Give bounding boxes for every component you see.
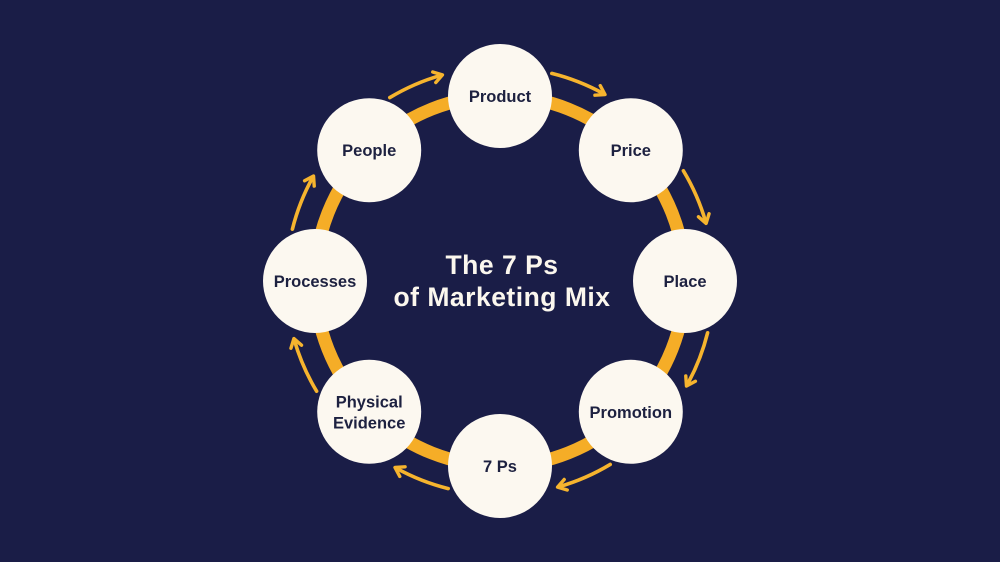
- node-label-product: Product: [469, 88, 532, 106]
- flow-arrow-physical-evidence-next: [289, 336, 319, 393]
- node-circle-promotion: [578, 359, 683, 464]
- node-circle-7-ps: [448, 414, 552, 518]
- node-label-place: Place: [663, 273, 706, 291]
- flow-arrow-7-ps-next: [393, 465, 450, 491]
- node-price: Price: [578, 98, 683, 203]
- node-circle-product: [448, 44, 552, 148]
- node-circle-processes: [263, 229, 367, 333]
- node-label-7-ps: 7 Ps: [483, 458, 517, 476]
- diagram-title-line1: The 7 Ps: [446, 250, 559, 280]
- flow-arrow-price-next: [681, 169, 711, 226]
- node-label-promotion: Promotion: [590, 404, 673, 422]
- node-circle-price: [578, 98, 683, 203]
- flow-arrow-product-next: [550, 71, 607, 97]
- node-people: People: [317, 98, 422, 203]
- diagram-title-line2: of Marketing Mix: [393, 282, 610, 312]
- node-7-ps: 7 Ps: [448, 414, 552, 518]
- flow-arrow-people-next: [388, 70, 445, 100]
- node-circle-physical-evidence: [317, 359, 422, 464]
- flow-arrow-place-next: [684, 331, 710, 388]
- node-place: Place: [633, 229, 737, 333]
- node-product: Product: [448, 44, 552, 148]
- node-label-processes: Processes: [274, 273, 357, 291]
- node-circle-people: [317, 98, 422, 203]
- node-promotion: Promotion: [578, 359, 683, 464]
- flow-arrow-processes-next: [290, 174, 316, 231]
- node-circle-place: [633, 229, 737, 333]
- flow-arrow-promotion-next: [555, 462, 612, 492]
- node-processes: Processes: [263, 229, 367, 333]
- flow-arrows: [289, 70, 711, 492]
- node-label-people: People: [342, 142, 396, 160]
- node-label-price: Price: [611, 142, 651, 160]
